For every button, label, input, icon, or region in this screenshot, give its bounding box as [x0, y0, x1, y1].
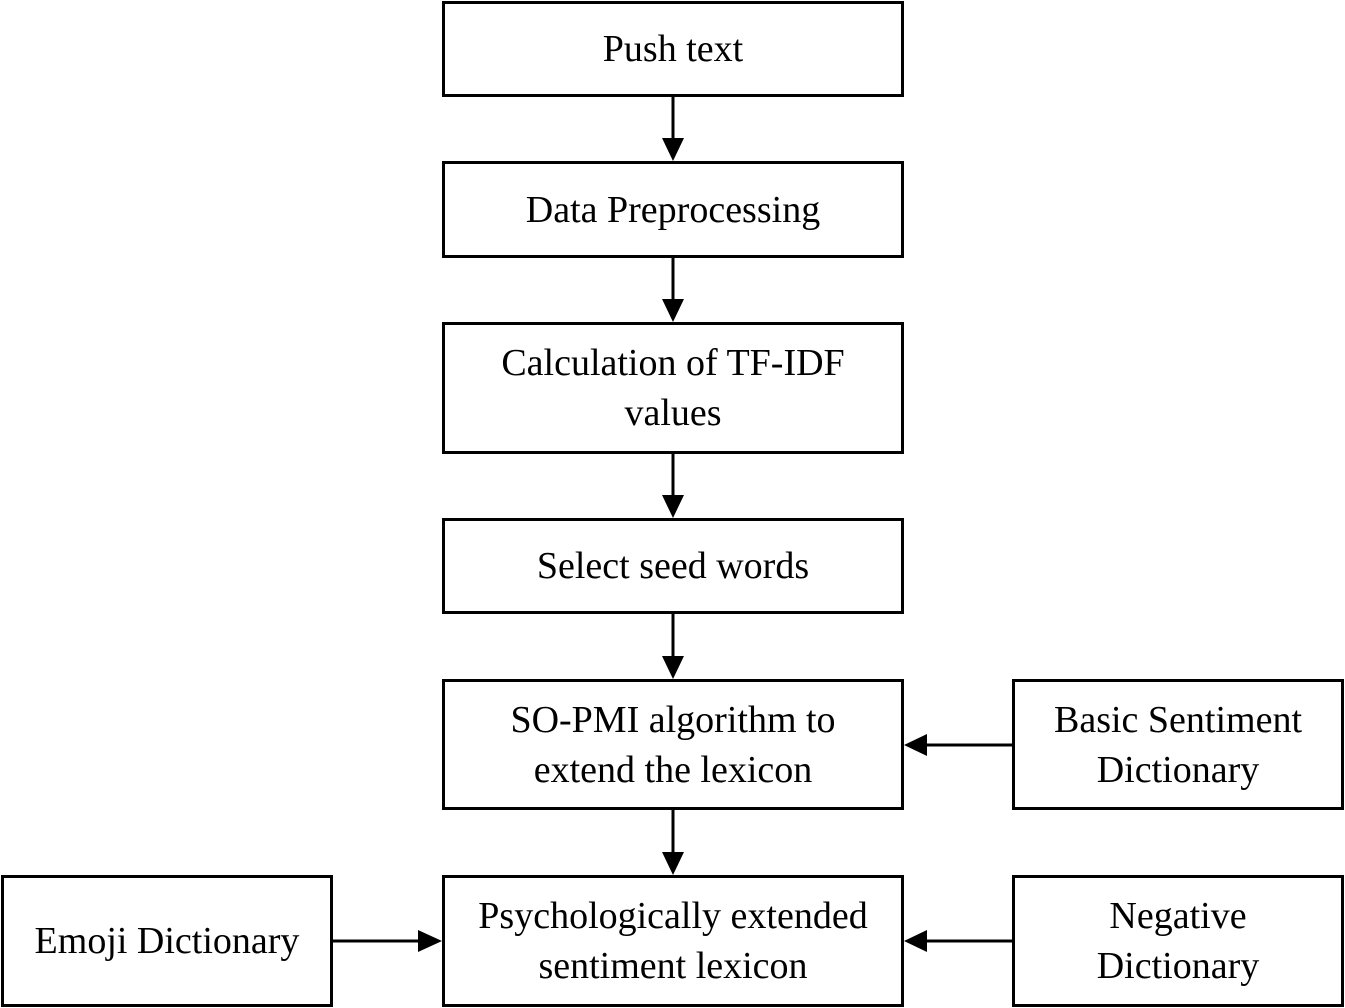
arrowhead-negative-to-psych: [904, 930, 927, 952]
seed-words-box: Select seed words: [442, 518, 904, 614]
arrowhead-basic-to-sopmi: [904, 734, 927, 756]
psych-lexicon-label: Psychologically extended sentiment lexic…: [478, 895, 868, 987]
arrowhead-psych: [662, 852, 684, 875]
emoji-dictionary-box: Emoji Dictionary: [1, 875, 333, 1007]
basic-sentiment-label: Basic Sentiment Dictionary: [1053, 698, 1303, 791]
basic-sentiment-box: Basic Sentiment Dictionary: [1012, 679, 1344, 810]
emoji-dictionary-label: Emoji Dictionary: [34, 920, 300, 962]
tfidf-box: Calculation of TF-IDF values: [442, 322, 904, 454]
arrowhead-preprocessing: [662, 138, 684, 161]
tfidf-label: Calculation of TF-IDF values: [501, 342, 845, 434]
so-pmi-box: SO-PMI algorithm to extend the lexicon: [442, 679, 904, 810]
arrowhead-sopmi: [662, 656, 684, 679]
seed-words-label: Select seed words: [536, 545, 810, 587]
arrowhead-tfidf: [662, 299, 684, 322]
data-preprocessing-box: Data Preprocessing: [442, 161, 904, 258]
push-text-label: Push text: [602, 28, 744, 70]
negative-dictionary-box: Negative Dictionary: [1012, 875, 1344, 1007]
arrowhead-emoji-to-psych: [418, 930, 442, 952]
negative-dictionary-label: Negative Dictionary: [1096, 895, 1260, 987]
data-preprocessing-label: Data Preprocessing: [525, 188, 821, 231]
so-pmi-label: SO-PMI algorithm to extend the lexicon: [510, 698, 836, 791]
psych-lexicon-box: Psychologically extended sentiment lexic…: [442, 875, 904, 1007]
push-text-box: Push text: [442, 1, 904, 97]
arrowhead-seed: [662, 495, 684, 518]
